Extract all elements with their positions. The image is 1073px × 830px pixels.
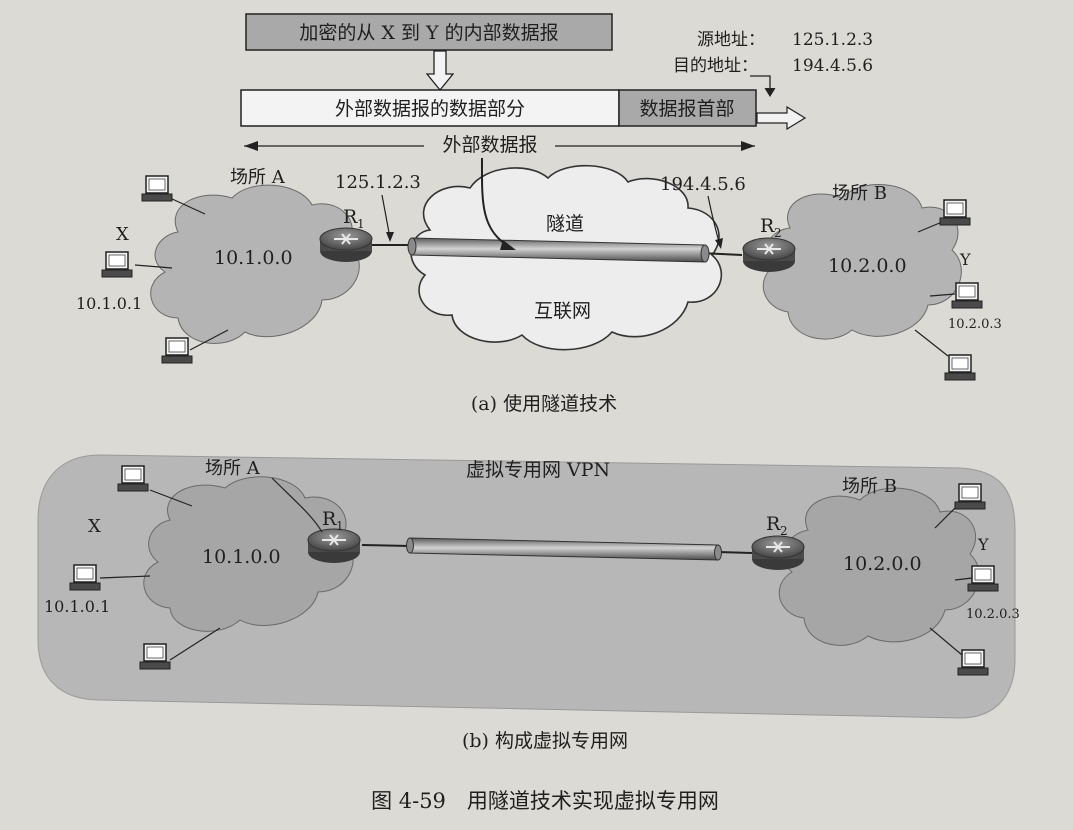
vpn-host-x-label: X	[88, 516, 101, 537]
computer-icon	[957, 649, 989, 676]
computer-icon	[954, 483, 986, 510]
vpn-host-y: Y 10.2.0.3	[954, 535, 1020, 622]
src-address-value: 125.1.2.3	[792, 30, 873, 50]
outer-datagram-span: 外部数据报	[244, 134, 755, 156]
vpn-host-x-ip: 10.1.0.1	[44, 597, 110, 616]
vpn-router-r1-icon	[307, 528, 361, 564]
host-x-ip: 10.1.0.1	[76, 294, 142, 313]
router-r2-sub: 2	[774, 226, 782, 240]
vpn-router-r2-icon	[751, 535, 805, 571]
site-a-label: 场所 A	[230, 167, 286, 188]
address-pointer	[750, 75, 771, 92]
dst-address-value: 194.4.5.6	[792, 56, 873, 76]
router-r1-sub: 1	[357, 217, 365, 231]
vpn-host-y-label: Y	[977, 535, 989, 554]
host-b-top	[917, 199, 971, 233]
outer-data-part-label: 外部数据报的数据部分	[335, 98, 525, 120]
host-y-ip: 10.2.0.3	[948, 317, 1002, 332]
outer-datagram-bar: 外部数据报的数据部分 数据报首部	[240, 89, 807, 131]
tunnel-label: 隧道	[546, 213, 584, 235]
site-b-cloud	[762, 184, 962, 340]
router-r1-icon	[319, 227, 373, 263]
datagram-into-tunnel-arrow	[480, 157, 511, 248]
inner-datagram-label: 加密的从 X 到 Y 的内部数据报	[299, 22, 558, 44]
vpn-host-a-top	[117, 465, 193, 507]
site-b-label: 场所 B	[832, 183, 887, 204]
r1-ip-label: 125.1.2.3	[335, 172, 421, 193]
host-x-label: X	[116, 224, 129, 245]
host-a-top	[141, 175, 206, 215]
vpn-host-x: X 10.1.0.1	[44, 516, 151, 616]
host-y: Y 10.2.0.3	[929, 250, 1002, 332]
vpn-router-r2-sub: 2	[780, 524, 788, 538]
computer-icon	[141, 175, 173, 202]
host-x: X 10.1.0.1	[76, 224, 173, 313]
tunnel-pipe	[407, 237, 710, 263]
vpn-net-b-label: 10.2.0.0	[843, 553, 922, 575]
vpn-label: 虚拟专用网 VPN	[466, 459, 610, 481]
vpn-host-a-bottom	[139, 627, 221, 670]
caption-a: (a) 使用隧道技术	[471, 393, 617, 415]
computer-icon	[161, 337, 193, 364]
computer-icon	[939, 199, 971, 226]
internet-label: 互联网	[534, 300, 591, 322]
host-b-bottom	[914, 329, 976, 381]
caption-b: (b) 构成虚拟专用网	[462, 730, 628, 752]
outer-header-label: 数据报首部	[639, 98, 734, 120]
vpn-host-b-bottom	[929, 627, 989, 676]
computer-icon	[944, 354, 976, 381]
site-a-cloud	[150, 184, 360, 344]
r2-ip-label: 194.4.5.6	[660, 174, 746, 195]
part-b: R 1 R 2 场所 A 场所 B 虚拟专用网 VPN 10.1.0.0 10.…	[37, 454, 1020, 752]
outer-addresses: 源地址： 125.1.2.3 目的地址： 194.4.5.6	[673, 30, 873, 97]
router-r2-icon	[742, 237, 796, 273]
computer-icon	[101, 251, 133, 278]
router-r2-label: R	[760, 215, 775, 237]
net-a-label: 10.1.0.0	[214, 247, 293, 269]
vpn-site-b-cloud	[778, 487, 980, 646]
computer-icon	[117, 465, 149, 492]
send-arrow	[756, 105, 807, 131]
vpn-tunnel-pipe	[406, 537, 722, 561]
host-a-bottom	[161, 329, 229, 364]
vpn-net-a-label: 10.1.0.0	[202, 546, 281, 568]
src-address-label: 源地址：	[697, 30, 765, 50]
vpn-router-r2-label: R	[766, 513, 781, 535]
vpn-host-b-top	[934, 483, 986, 529]
computer-icon	[951, 282, 983, 309]
vpn-router-r1-label: R	[322, 508, 337, 530]
vpn-host-y-ip: 10.2.0.3	[966, 607, 1020, 622]
figure-caption: 图 4-59 用隧道技术实现虚拟专用网	[371, 789, 719, 813]
dst-address-label: 目的地址：	[673, 56, 758, 76]
vpn-site-a-cloud	[143, 476, 354, 632]
encapsulate-arrow	[425, 50, 455, 92]
vpn-site-b-label: 场所 B	[842, 476, 897, 497]
vpn-site-a-label: 场所 A	[205, 458, 261, 479]
outer-datagram-label: 外部数据报	[442, 134, 537, 156]
inner-datagram-box: 加密的从 X 到 Y 的内部数据报	[245, 13, 613, 51]
computer-icon	[69, 564, 101, 591]
vpn-router-r1-sub: 1	[336, 519, 344, 533]
computer-icon	[139, 643, 171, 670]
router-r1-label: R	[343, 206, 358, 228]
net-b-label: 10.2.0.0	[828, 255, 907, 277]
computer-icon	[967, 565, 999, 592]
part-a: 加密的从 X 到 Y 的内部数据报 源地址： 125.1.2.3 目的地址： 1…	[76, 13, 1002, 415]
host-y-label: Y	[959, 250, 971, 269]
